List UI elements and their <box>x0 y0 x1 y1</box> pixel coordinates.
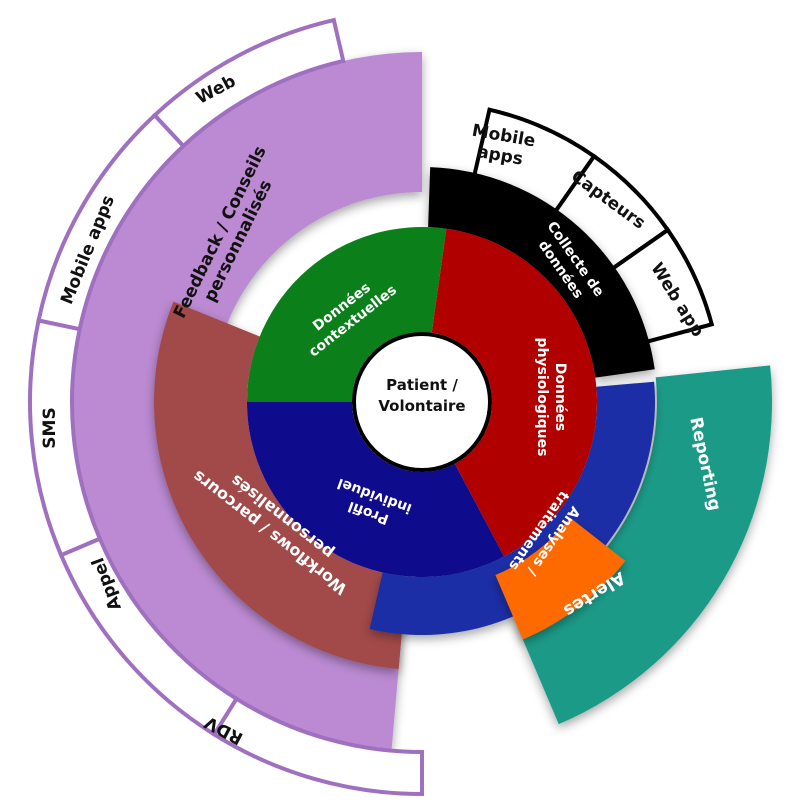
center-circle <box>352 332 492 472</box>
workflows-ring-segment <box>154 301 407 669</box>
donnees-physiologiques-segment <box>431 228 597 557</box>
channel-box-rdv <box>211 696 424 797</box>
center-label-line1: Patient / <box>386 376 458 394</box>
svg-text:physiologiques: physiologiques <box>534 338 550 457</box>
svg-text:Données: Données <box>552 363 568 432</box>
collecte-ring-segment <box>428 167 655 378</box>
feedback-ring-segment <box>72 52 422 751</box>
feedback-channels <box>28 17 424 797</box>
feedback-channel-label-2: SMS <box>40 407 60 448</box>
donnees-contextuelles-segment <box>247 227 447 402</box>
profil-individuel-segment <box>247 402 505 577</box>
reporting-ring-segment <box>513 365 772 725</box>
channel-box-web <box>151 17 346 149</box>
physiologiques-label: Données physiologiques <box>534 338 568 457</box>
channel-box-appel <box>58 536 240 738</box>
channel-box-sms <box>28 318 103 558</box>
channel-box-mobile-apps <box>36 112 187 332</box>
center-label-line2: Volontaire <box>378 397 465 415</box>
alertes-segment <box>495 517 626 640</box>
